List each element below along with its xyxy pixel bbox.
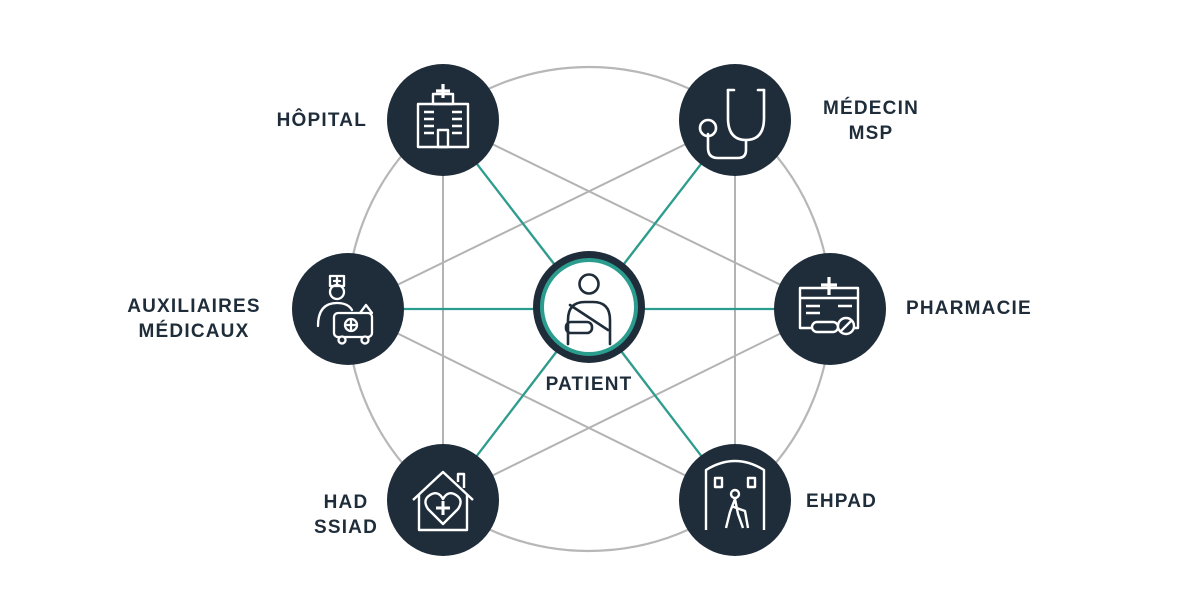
link-auxiliaires-ehpad [347,308,736,501]
node-ehpad [679,444,791,556]
label-hopital: HÔPITAL [276,110,367,131]
stethoscope-icon [698,88,766,160]
label-had: HAD SSIAD [313,492,379,538]
link-hopital-pharmacie [442,119,831,310]
label-medecin: MÉDECIN MSP [822,98,919,144]
link-pharmacie-had [442,308,831,501]
elderly-care-home-icon [704,459,766,530]
label-auxiliaires: AUXILIAIRES MÉDICAUX [127,296,261,342]
label-patient: PATIENT [545,374,633,395]
patient-node [533,251,645,363]
node-medecin [679,64,791,176]
hospital-building-icon [416,84,470,149]
node-had [387,444,499,556]
node-hopital [387,64,499,176]
patient-arm-sling-icon [564,273,612,346]
label-pharmacie: PHARMACIE [906,298,1032,319]
node-auxiliaires [292,253,404,365]
link-medecin-auxiliaires [347,119,736,310]
node-pharmacie [774,253,886,365]
label-ehpad: EHPAD [806,491,878,512]
pharmacy-icon [798,277,860,336]
nurse-ambulance-icon [316,274,374,345]
home-care-heart-icon [412,470,474,532]
